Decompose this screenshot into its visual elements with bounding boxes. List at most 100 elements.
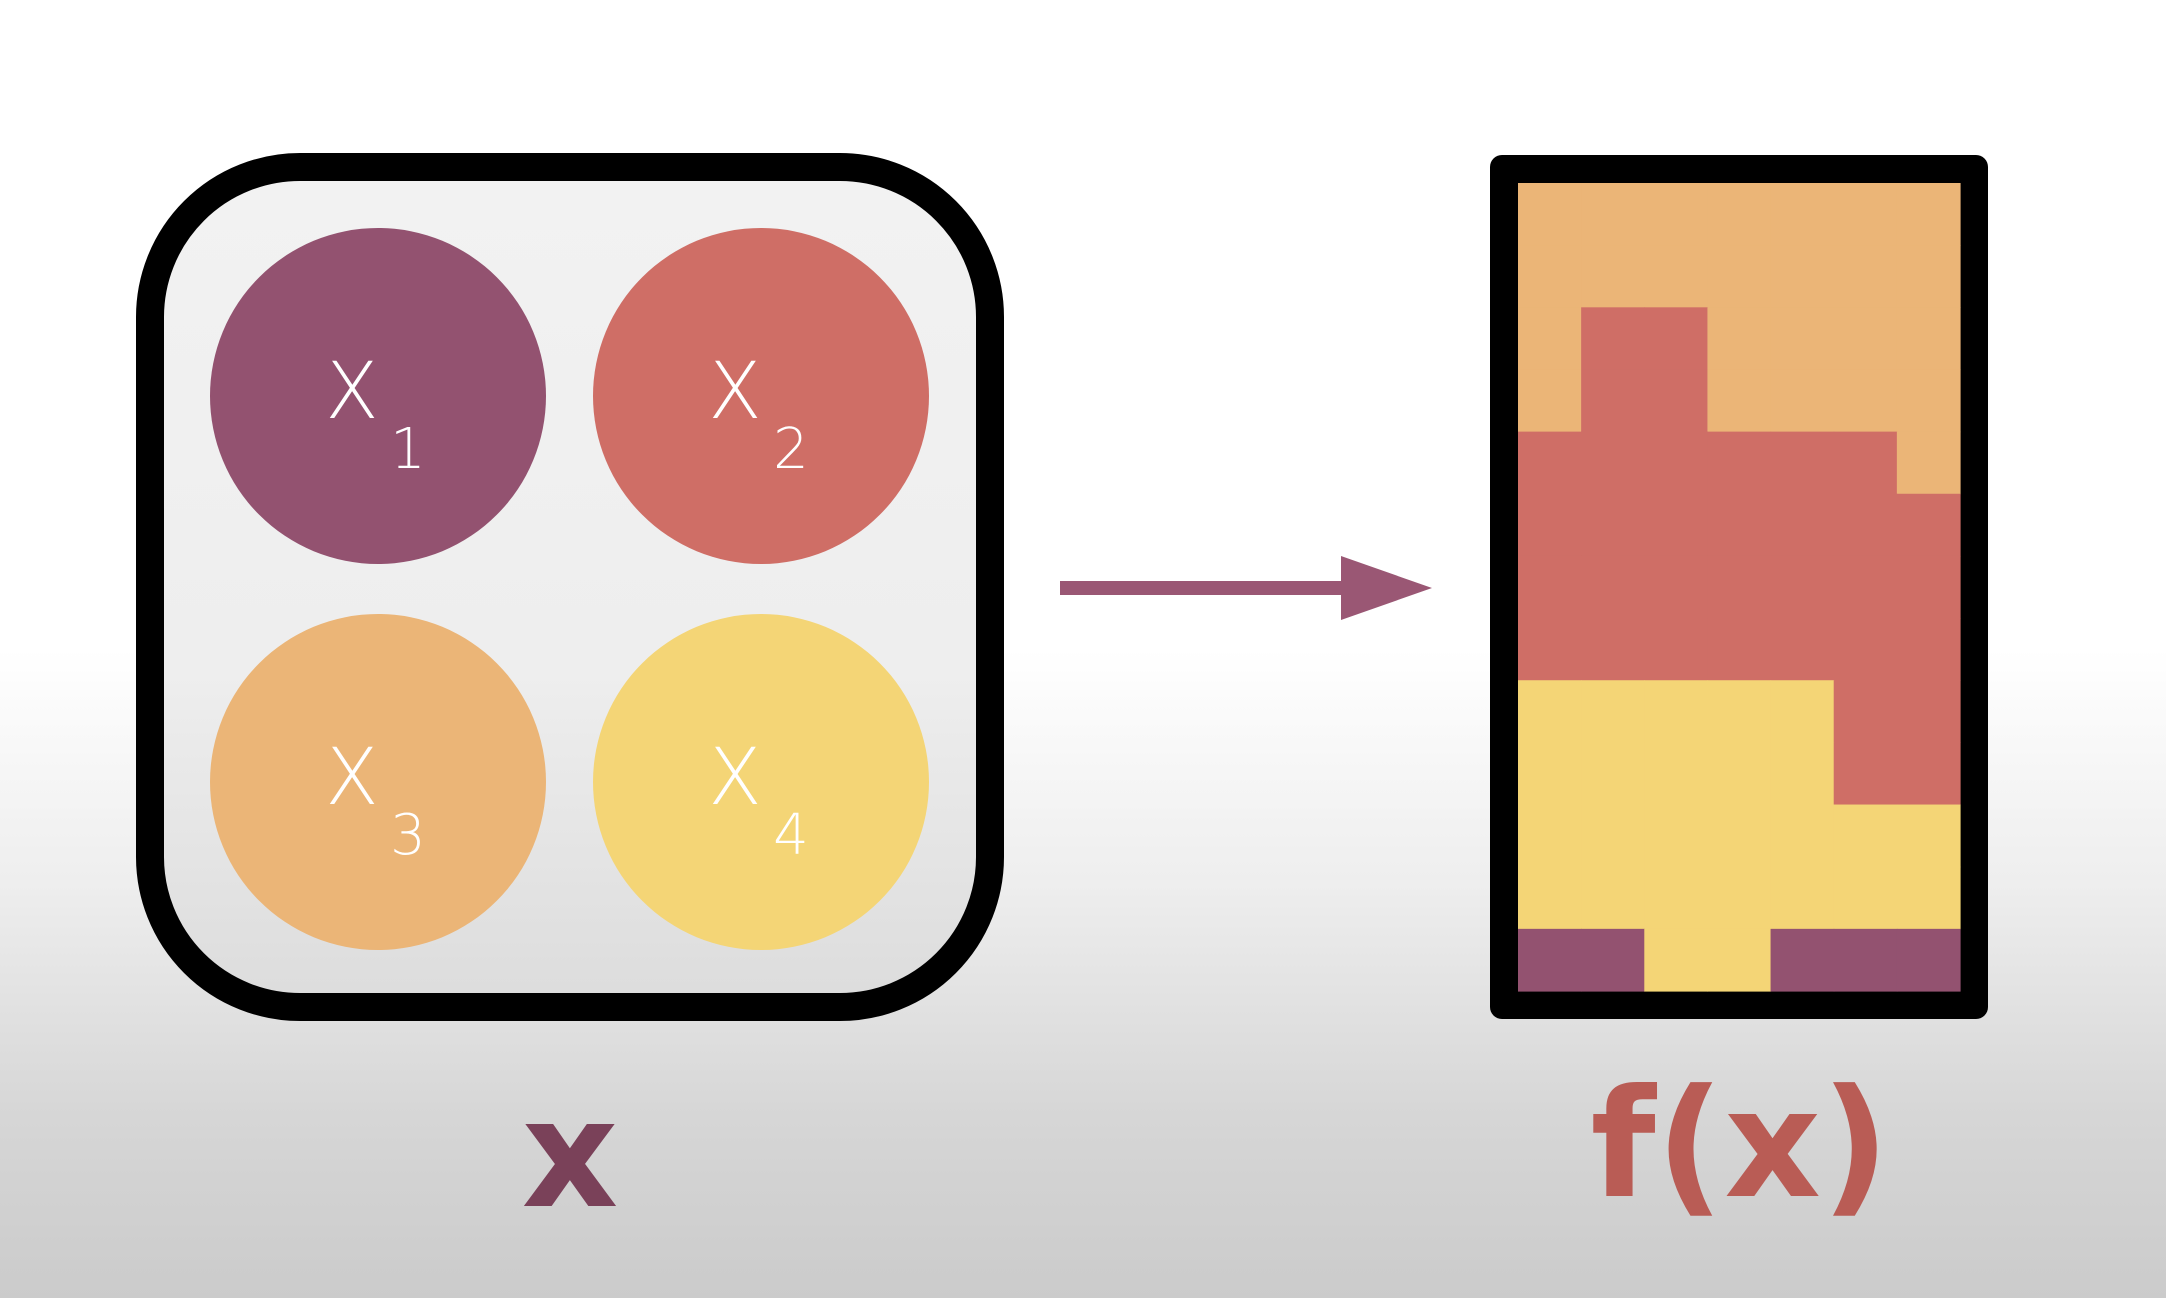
output-cell — [1770, 618, 1835, 681]
output-cell — [1518, 866, 1582, 930]
output-cell — [1770, 680, 1835, 743]
output-cell — [1581, 742, 1645, 806]
input-element-subscript: 4 — [773, 803, 809, 868]
input-element-label: X — [708, 733, 761, 823]
output-cell — [1833, 369, 1898, 433]
output-cell — [1644, 493, 1709, 557]
output-cell — [1518, 369, 1582, 433]
output-cell — [1707, 431, 1772, 495]
output-cell — [1581, 555, 1645, 619]
arrow-head — [1341, 556, 1432, 620]
output-cell — [1707, 245, 1772, 308]
output-image — [1490, 155, 1988, 1019]
input-element-x4: X4 — [593, 614, 929, 950]
output-cell — [1518, 307, 1582, 371]
output-cell — [1896, 369, 1961, 433]
output-cell — [1644, 742, 1709, 806]
output-cell — [1707, 618, 1772, 681]
output-cell — [1833, 245, 1898, 308]
input-label: x — [521, 1068, 619, 1242]
output-cell — [1770, 928, 1835, 992]
output-cell — [1518, 618, 1582, 681]
output-cell — [1581, 369, 1645, 433]
output-cell — [1644, 307, 1709, 371]
output-cell — [1581, 866, 1645, 930]
output-cell — [1833, 866, 1898, 930]
output-cell — [1896, 493, 1961, 557]
output-cell — [1770, 431, 1835, 495]
output-cell — [1707, 742, 1772, 806]
output-cell — [1833, 928, 1898, 992]
output-cell — [1644, 928, 1709, 992]
output-cell — [1581, 431, 1645, 495]
output-cell — [1581, 307, 1645, 371]
input-element-label: X — [708, 347, 761, 437]
input-element-subscript: 3 — [390, 803, 426, 868]
output-cell — [1581, 183, 1645, 246]
output-cell — [1896, 928, 1961, 992]
output-cell — [1644, 866, 1709, 930]
output-cell — [1644, 369, 1709, 433]
output-cell — [1896, 618, 1961, 681]
input-element-x1: X1 — [210, 228, 546, 564]
output-cell — [1770, 369, 1835, 433]
output-cell — [1833, 431, 1898, 495]
output-cell — [1707, 866, 1772, 930]
output-cell — [1707, 928, 1772, 992]
output-cell — [1518, 680, 1582, 743]
output-cells — [1518, 183, 1961, 992]
output-cell — [1770, 245, 1835, 308]
output-cell — [1833, 618, 1898, 681]
input-element-x2: X2 — [593, 228, 929, 564]
output-cell — [1833, 742, 1898, 806]
input-element-subscript: 1 — [390, 417, 426, 482]
output-cell — [1896, 307, 1961, 371]
output-cell — [1833, 680, 1898, 743]
output-cell — [1770, 183, 1835, 246]
output-cell — [1896, 866, 1961, 930]
output-cell — [1581, 493, 1645, 557]
output-cell — [1833, 804, 1898, 868]
output-cell — [1518, 431, 1582, 495]
output-cell — [1581, 928, 1645, 992]
output-cell — [1707, 493, 1772, 557]
output-cell — [1644, 804, 1709, 868]
output-cell — [1770, 307, 1835, 371]
output-cell — [1707, 307, 1772, 371]
output-cell — [1896, 742, 1961, 806]
mapping-arrow — [1060, 556, 1432, 620]
output-cell — [1896, 804, 1961, 868]
output-cell — [1644, 431, 1709, 495]
output-cell — [1518, 804, 1582, 868]
output-cell — [1896, 680, 1961, 743]
input-element-label: X — [325, 733, 378, 823]
output-cell — [1707, 183, 1772, 246]
input-element-x3: X3 — [210, 614, 546, 950]
input-circle — [593, 228, 929, 564]
output-cell — [1707, 680, 1772, 743]
output-cell — [1770, 804, 1835, 868]
output-cell — [1707, 555, 1772, 619]
output-cell — [1833, 493, 1898, 557]
output-cell — [1896, 245, 1961, 308]
output-cell — [1770, 742, 1835, 806]
output-cell — [1707, 369, 1772, 433]
output-cell — [1770, 555, 1835, 619]
output-cell — [1644, 680, 1709, 743]
output-cell — [1770, 493, 1835, 557]
output-cell — [1518, 493, 1582, 557]
output-cell — [1518, 183, 1582, 246]
output-label: f(x) — [1590, 1058, 1890, 1232]
input-circle — [593, 614, 929, 950]
output-cell — [1833, 183, 1898, 246]
output-cell — [1581, 618, 1645, 681]
output-cell — [1518, 742, 1582, 806]
output-cell — [1707, 804, 1772, 868]
input-circle — [210, 228, 546, 564]
output-cell — [1896, 431, 1961, 495]
output-cell — [1518, 555, 1582, 619]
output-cell — [1896, 555, 1961, 619]
output-cell — [1644, 245, 1709, 308]
